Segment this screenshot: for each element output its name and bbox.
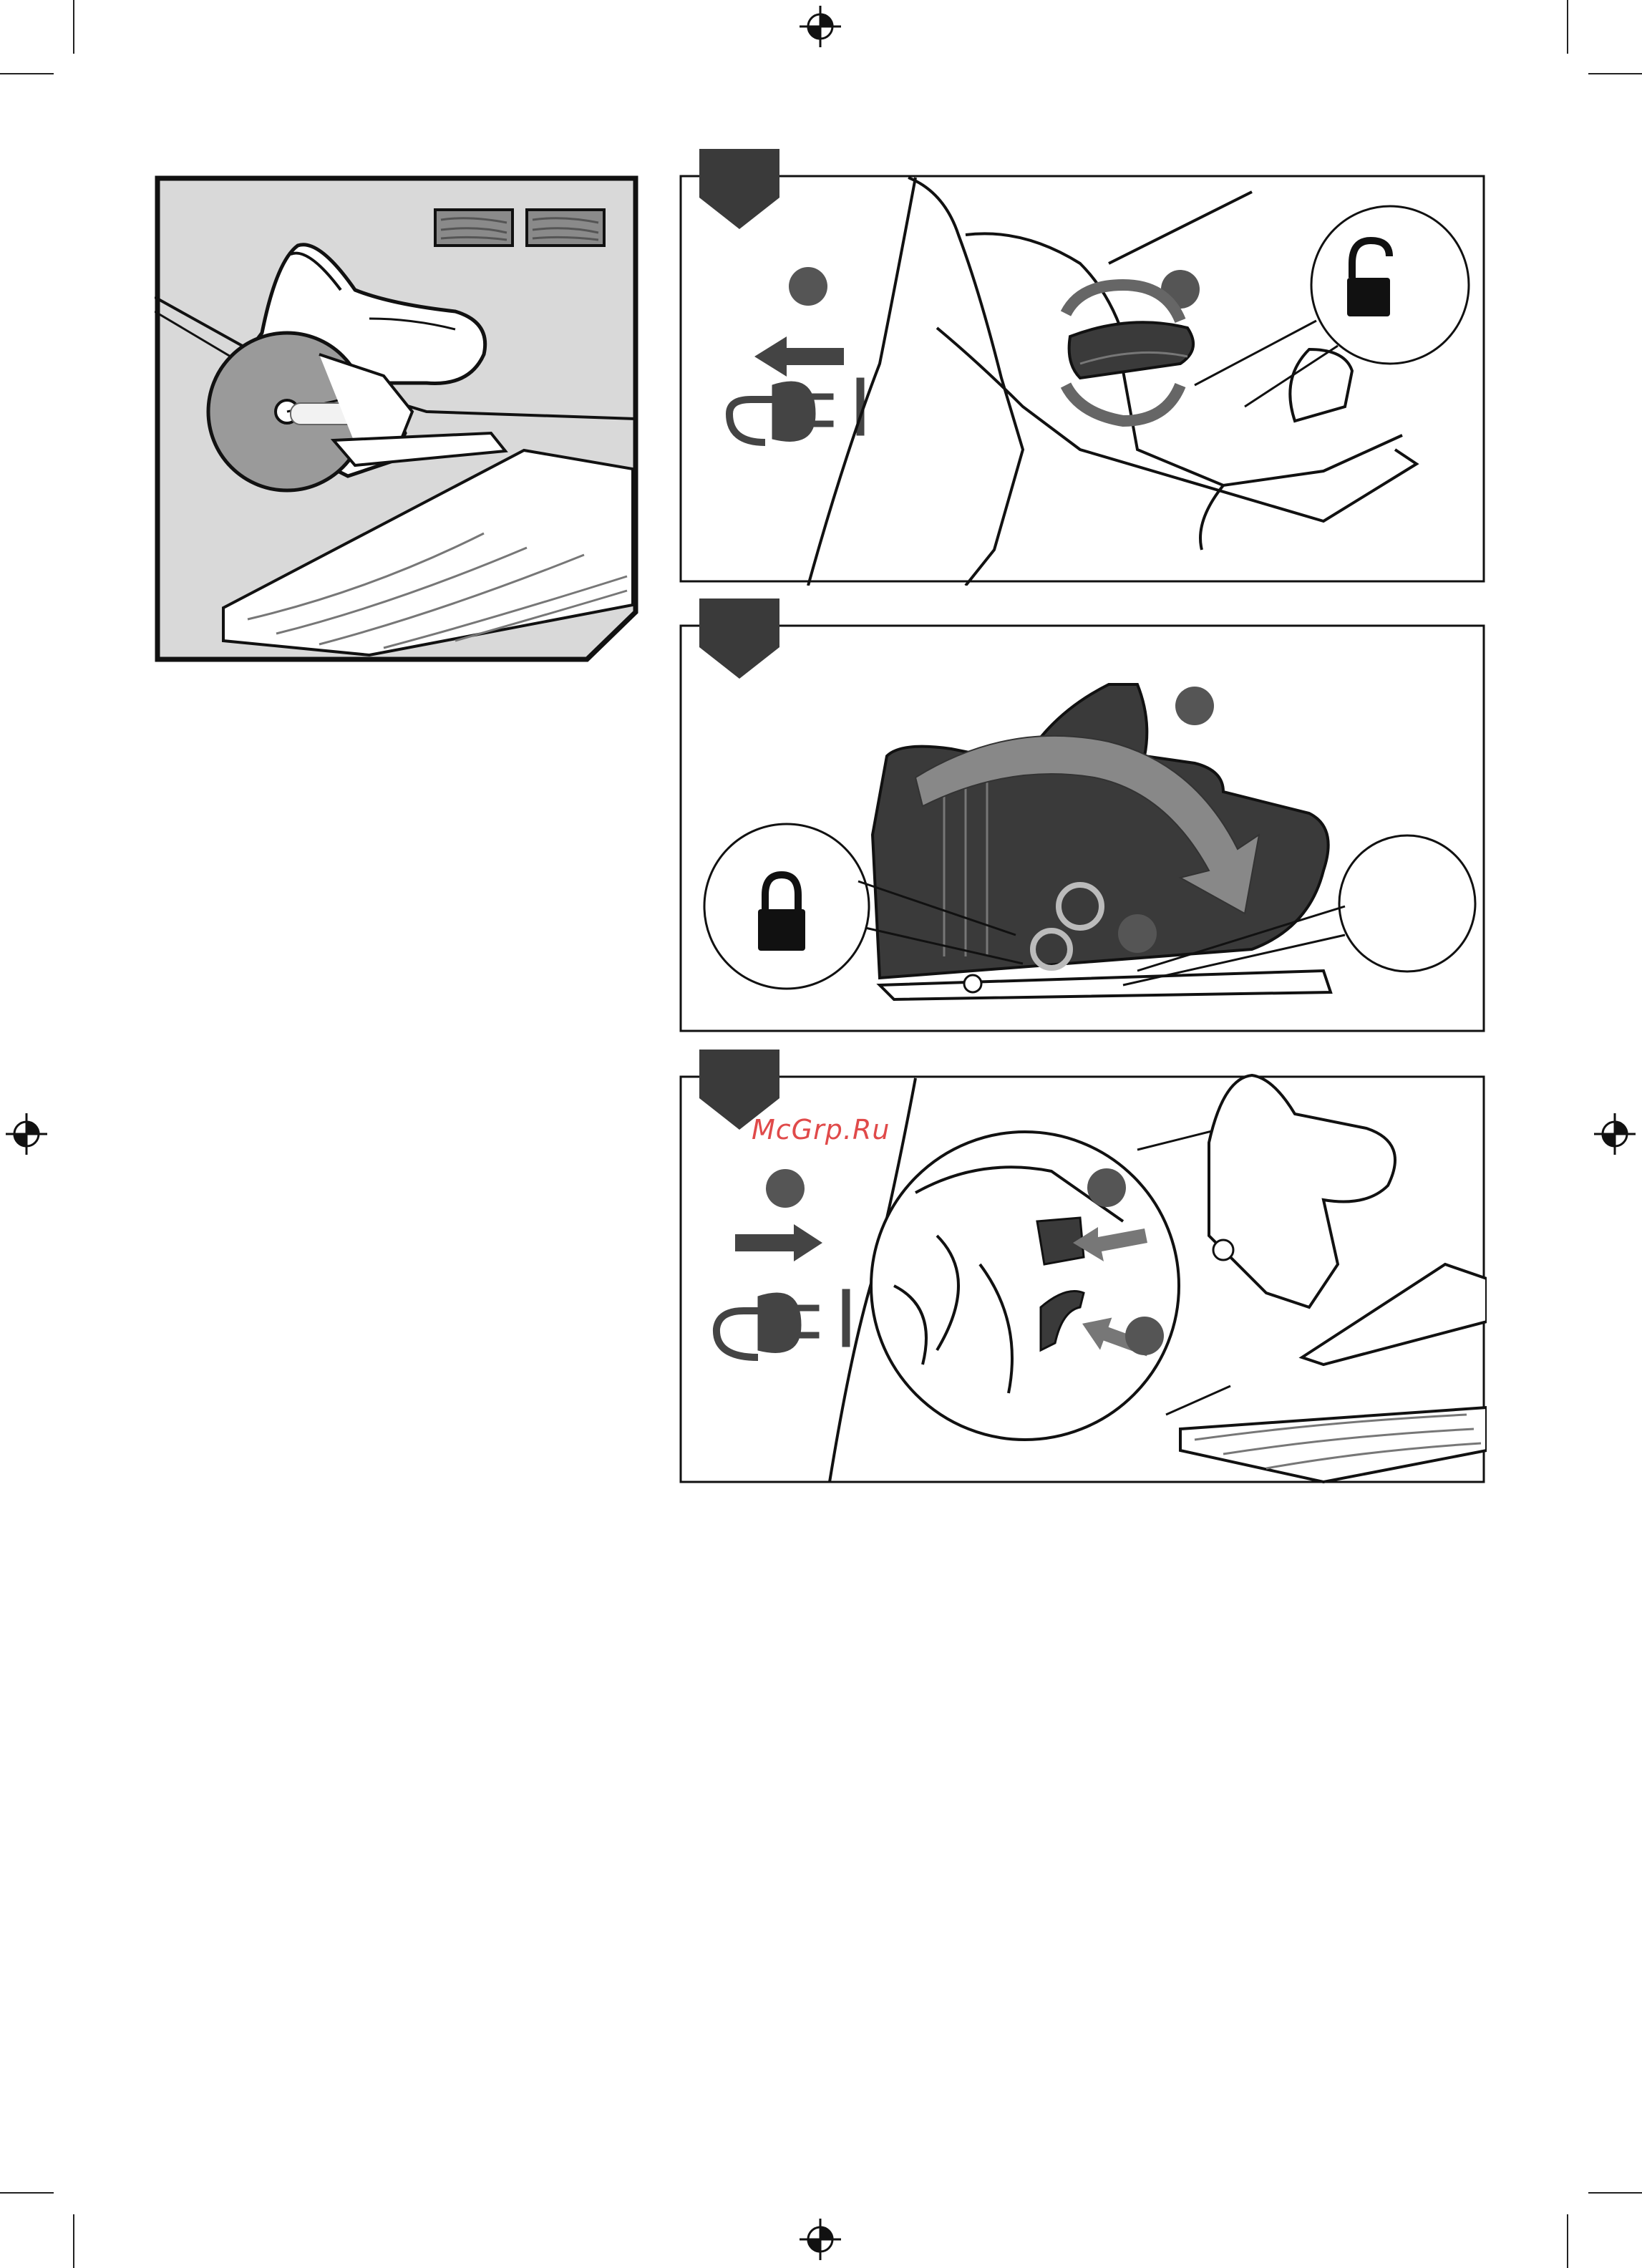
wood-sample-icon	[527, 210, 604, 246]
step-bullet	[1175, 687, 1214, 725]
step-bullet	[766, 1169, 805, 1208]
figure-step-2	[679, 598, 1487, 1035]
step-bullet	[1087, 1168, 1126, 1207]
step-bullet	[789, 267, 827, 306]
figure-step-1	[679, 149, 1487, 586]
registration-mark-top	[800, 6, 841, 47]
watermark: McGrp.Ru	[752, 1114, 890, 1145]
step-bullet	[1125, 1317, 1164, 1355]
registration-mark-left	[6, 1113, 47, 1155]
registration-mark-right	[1594, 1113, 1636, 1155]
figure-overview	[155, 175, 638, 662]
step-bullet	[1118, 914, 1157, 953]
wood-sample-icon	[435, 210, 512, 246]
registration-mark-bottom	[800, 2219, 841, 2260]
